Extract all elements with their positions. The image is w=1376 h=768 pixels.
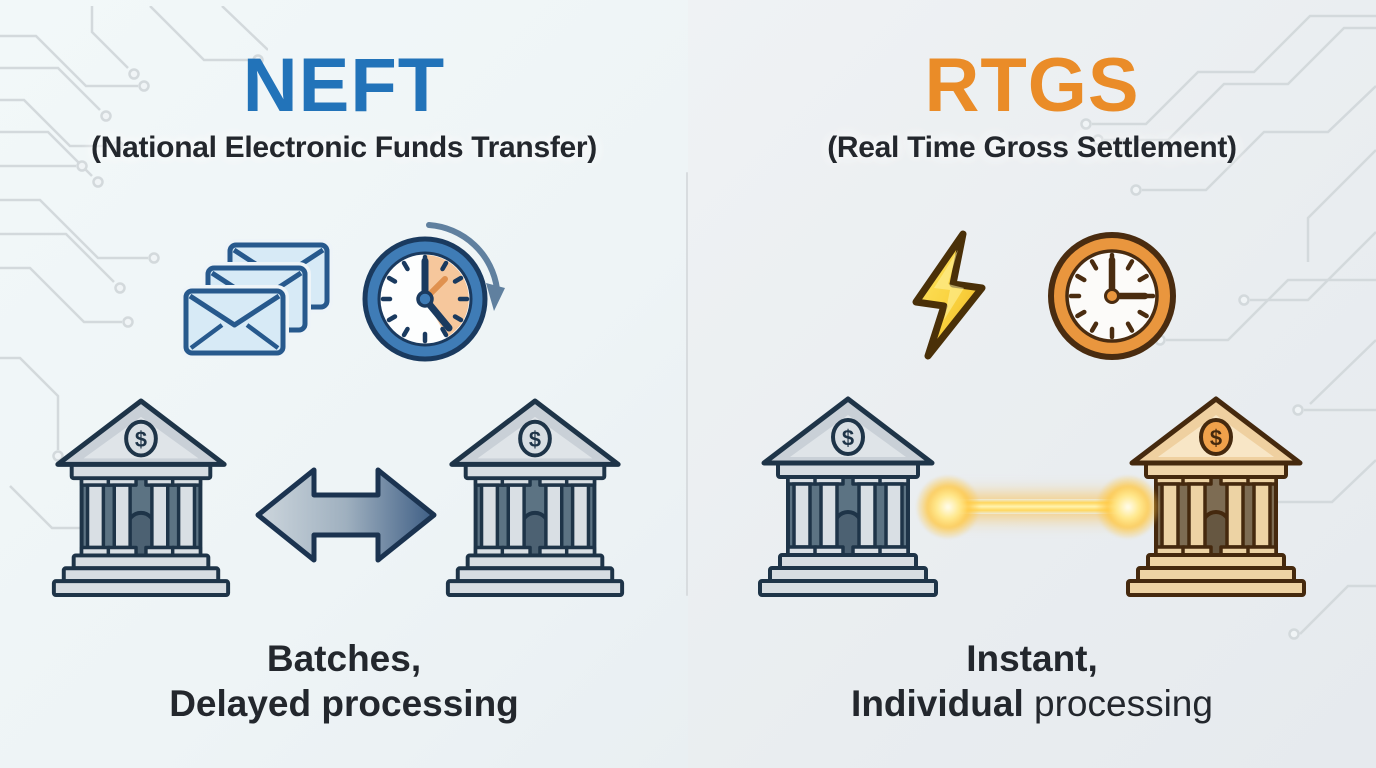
rtgs-subtitle: (Real Time Gross Settlement) [827, 131, 1237, 164]
neft-title: NEFT [242, 43, 446, 128]
rtgs-caption-line2: Individual processing [688, 681, 1376, 726]
neft-caption-line1: Batches, [266, 638, 422, 679]
lightning-bolt-icon [912, 230, 986, 360]
panel-divider [686, 172, 688, 596]
neft-caption: Batches, Delayed processing [0, 636, 688, 726]
neft-caption-line2: Delayed processing [169, 683, 519, 724]
beam-flare-left [916, 475, 980, 539]
instant-transfer-beam [942, 499, 1132, 514]
bank-icon [436, 393, 634, 603]
delayed-clock-icon [362, 222, 505, 362]
rtgs-title: RTGS [924, 43, 1140, 128]
two-way-arrow-icon [255, 467, 437, 563]
bank-icon [42, 393, 240, 603]
rtgs-caption-line1: Instant, [966, 638, 1098, 679]
beam-flare-right [1096, 475, 1160, 539]
rtgs-caption-rest: processing [1023, 683, 1213, 724]
neft-panel [0, 0, 688, 768]
envelopes-batch-icon [180, 239, 333, 359]
rtgs-caption-emphasis: Individual [851, 683, 1024, 724]
rtgs-caption: Instant, Individual processing [688, 636, 1376, 726]
neft-subtitle: (National Electronic Funds Transfer) [91, 131, 597, 164]
clock-icon [1048, 232, 1176, 360]
